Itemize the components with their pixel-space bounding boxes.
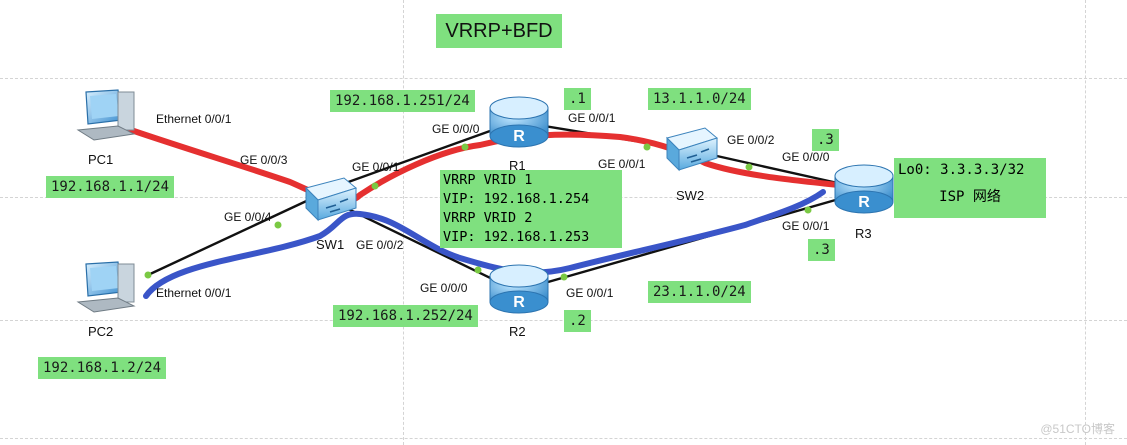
pc1-eth-port: Ethernet 0/0/1 bbox=[156, 112, 232, 126]
port-dot bbox=[371, 182, 379, 190]
r3-name: R3 bbox=[855, 226, 872, 241]
grid-line bbox=[0, 320, 1127, 321]
grid-line bbox=[0, 78, 1127, 79]
r1-ge001-port: GE 0/0/1 bbox=[568, 111, 616, 125]
sw1-ge004-port: GE 0/0/4 bbox=[224, 210, 272, 224]
sw2-name: SW2 bbox=[676, 188, 705, 203]
subnet-13-label: 13.1.1.0/24 bbox=[648, 88, 751, 110]
port-dot bbox=[461, 143, 469, 151]
sw1-name: SW1 bbox=[316, 237, 345, 252]
vrrp-vip2-label: VIP: 192.168.1.253 bbox=[443, 229, 590, 245]
router-glyph: R bbox=[513, 294, 525, 311]
pc2-name: PC2 bbox=[88, 324, 114, 339]
vrrp-vip1-label: VIP: 192.168.1.254 bbox=[443, 191, 590, 207]
isp-loopback-box: Lo0: 3.3.3.3/32 ISP 网络 bbox=[894, 158, 1046, 218]
vrrp-vrid1-label: VRRP VRID 1 bbox=[443, 172, 533, 188]
link-sw1-r1 bbox=[339, 120, 516, 187]
port-dot bbox=[560, 273, 568, 281]
r1-icon[interactable]: R bbox=[489, 96, 549, 148]
router-glyph: R bbox=[513, 128, 525, 145]
r2-ge001-port: GE 0/0/1 bbox=[566, 286, 614, 300]
sw1-ge003-port: GE 0/0/3 bbox=[240, 153, 288, 167]
r1-host-label: .1 bbox=[564, 88, 591, 110]
port-dot bbox=[144, 271, 152, 279]
sw1-ge001-port: GE 0/0/1 bbox=[352, 160, 400, 174]
sw2-ge001-port: GE 0/0/1 bbox=[598, 157, 646, 171]
r1-ge000-port: GE 0/0/0 bbox=[432, 122, 480, 136]
pc1-name: PC1 bbox=[88, 152, 114, 167]
sw2-ge002-port: GE 0/0/2 bbox=[727, 133, 775, 147]
pc2-ip-label: 192.168.1.2/24 bbox=[38, 357, 167, 379]
grid-line bbox=[1085, 0, 1086, 445]
r3-icon[interactable]: R bbox=[834, 164, 894, 214]
r3-host-label-bottom: .3 bbox=[808, 239, 835, 261]
link-sw1-r2 bbox=[339, 203, 516, 292]
pc1-ip-label: 192.168.1.1/24 bbox=[46, 176, 175, 198]
diagram-title: VRRP+BFD bbox=[436, 14, 562, 48]
grid-line bbox=[0, 438, 1127, 439]
port-dot bbox=[274, 221, 282, 229]
r2-host-label: .2 bbox=[564, 310, 591, 332]
subnet-23-label: 23.1.1.0/24 bbox=[648, 281, 751, 303]
r1-ip-label: 192.168.1.251/24 bbox=[330, 90, 475, 112]
r2-icon[interactable]: R bbox=[489, 264, 549, 314]
r2-ge000-port: GE 0/0/0 bbox=[420, 281, 468, 295]
r2-name: R2 bbox=[509, 324, 526, 339]
sw1-ge002-port: GE 0/0/2 bbox=[356, 238, 404, 252]
port-dot bbox=[804, 206, 812, 214]
link-pc2-sw1 bbox=[147, 188, 331, 277]
sw2-icon[interactable] bbox=[666, 127, 719, 172]
pc2-icon[interactable] bbox=[76, 261, 136, 313]
vrrp-info-box: VRRP VRID 1 VIP: 192.168.1.254 VRRP VRID… bbox=[440, 170, 622, 248]
port-dot bbox=[474, 266, 482, 274]
sw1-icon[interactable] bbox=[305, 177, 358, 222]
port-dot bbox=[643, 143, 651, 151]
pc1-icon[interactable] bbox=[76, 89, 136, 141]
port-dots bbox=[144, 143, 812, 281]
vrrp-vrid2-label: VRRP VRID 2 bbox=[443, 210, 533, 226]
r2-ip-label: 192.168.1.252/24 bbox=[333, 305, 478, 327]
isp-network-label: ISP 网络 bbox=[939, 189, 1001, 205]
vrrp-master-path-blue bbox=[143, 189, 826, 299]
r1-name: R1 bbox=[509, 158, 526, 173]
r3-ge001-port: GE 0/0/1 bbox=[782, 219, 830, 233]
port-dot bbox=[745, 163, 753, 171]
pc2-eth-port: Ethernet 0/0/1 bbox=[156, 286, 232, 300]
grid-line bbox=[403, 0, 404, 445]
router-glyph: R bbox=[858, 194, 870, 211]
watermark: @51CTO博客 bbox=[1040, 422, 1115, 436]
r3-host-label-top: .3 bbox=[812, 129, 839, 151]
loopback-label: Lo0: 3.3.3.3/32 bbox=[898, 162, 1025, 178]
vrrp-master-path-red bbox=[125, 126, 851, 205]
r3-ge000-port: GE 0/0/0 bbox=[782, 150, 830, 164]
